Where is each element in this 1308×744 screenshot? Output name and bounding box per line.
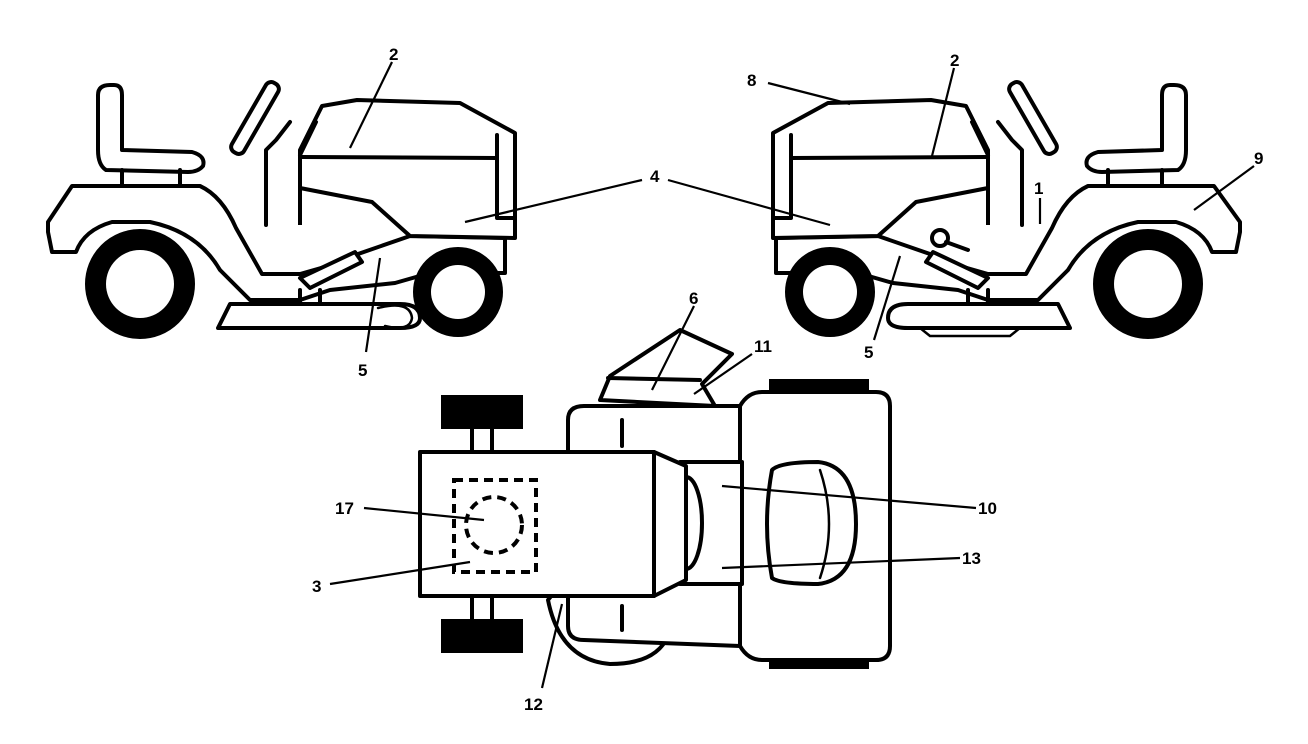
steering-wheel-right	[1007, 80, 1059, 156]
hood-crease-left	[300, 155, 499, 160]
leader-right-9	[1193, 165, 1255, 211]
callout-top-12: 12	[524, 695, 543, 714]
deck-hanger-left	[298, 288, 322, 306]
rear-hub-left	[106, 250, 174, 318]
grille-right	[771, 133, 793, 220]
hood-crease-right	[789, 155, 988, 160]
callout-top-6: 6	[689, 289, 698, 308]
leader-left-2	[349, 61, 393, 149]
seat-post-right	[1106, 168, 1164, 188]
seat-left	[96, 83, 206, 174]
leader-top-17	[363, 506, 485, 522]
callout-right-8: 8	[747, 71, 756, 90]
leader-lines	[329, 61, 1255, 689]
front-tire-top-upper	[441, 395, 523, 429]
steering-column-left	[264, 120, 292, 227]
label-area-3	[452, 478, 538, 574]
leader-top-10	[721, 484, 977, 510]
deck-skirt-right	[916, 326, 1024, 338]
leader-right-2	[930, 67, 956, 157]
seat-right	[1084, 83, 1188, 174]
callout-top-3: 3	[312, 577, 321, 596]
leader-top-11	[693, 353, 753, 395]
mower-deck-left	[216, 302, 422, 330]
hood-rear-edge-right	[970, 120, 990, 157]
leader-top-12	[540, 603, 564, 689]
leader-4-left	[464, 178, 643, 224]
deck-hanger-right	[966, 288, 990, 306]
rear-hub-right	[1114, 250, 1182, 318]
grass-bag-top	[598, 328, 734, 408]
callout-right-1: 1	[1034, 179, 1043, 198]
callout-top-17: 17	[335, 499, 354, 518]
tractor-right-side-view	[771, 80, 1242, 339]
callout-left-2: 2	[389, 45, 398, 64]
steering-wheel-left	[229, 80, 281, 156]
seat-post-left	[120, 168, 182, 188]
leader-top-6	[651, 305, 695, 391]
discharge-chute-left	[376, 304, 414, 329]
tractor-left-side-view	[46, 80, 517, 339]
callout-numbers: 2 4 5 8 2 1 9 5 6 11 17 10 3 13 12	[312, 45, 1263, 714]
leader-right-5	[872, 255, 902, 341]
label-area-17	[464, 495, 524, 555]
callout-top-10: 10	[978, 499, 997, 518]
front-axle-top	[470, 426, 494, 622]
grille-left	[495, 133, 517, 220]
hood-top	[418, 450, 688, 598]
steering-column-right	[996, 120, 1024, 227]
leader-top-13	[721, 556, 961, 570]
rear-fender-left	[46, 184, 507, 302]
callout-left-5: 5	[358, 361, 367, 380]
leader-top-3	[329, 560, 471, 586]
callout-right-2: 2	[950, 51, 959, 70]
tractor-top-view	[418, 328, 892, 669]
callout-right-9: 9	[1254, 149, 1263, 168]
pedal-right	[924, 250, 990, 290]
seat-back-top	[818, 468, 831, 580]
front-hub-left	[431, 265, 485, 319]
leader-right-8	[767, 81, 851, 106]
lever-right	[944, 240, 970, 252]
rear-fender-right	[774, 184, 1242, 302]
callout-top-13: 13	[962, 549, 981, 568]
callout-right-5: 5	[864, 343, 873, 362]
leader-left-5	[364, 257, 382, 353]
callout-top-11: 11	[754, 337, 772, 356]
front-hub-right	[803, 265, 857, 319]
hood-rear-edge-left	[298, 120, 318, 157]
callout-4: 4	[650, 167, 660, 186]
pedal-left	[298, 250, 364, 290]
bag-crease-top	[606, 376, 702, 382]
front-tire-top-lower	[441, 619, 523, 653]
leader-4-right	[667, 178, 831, 227]
mower-deck-right	[886, 302, 1072, 330]
